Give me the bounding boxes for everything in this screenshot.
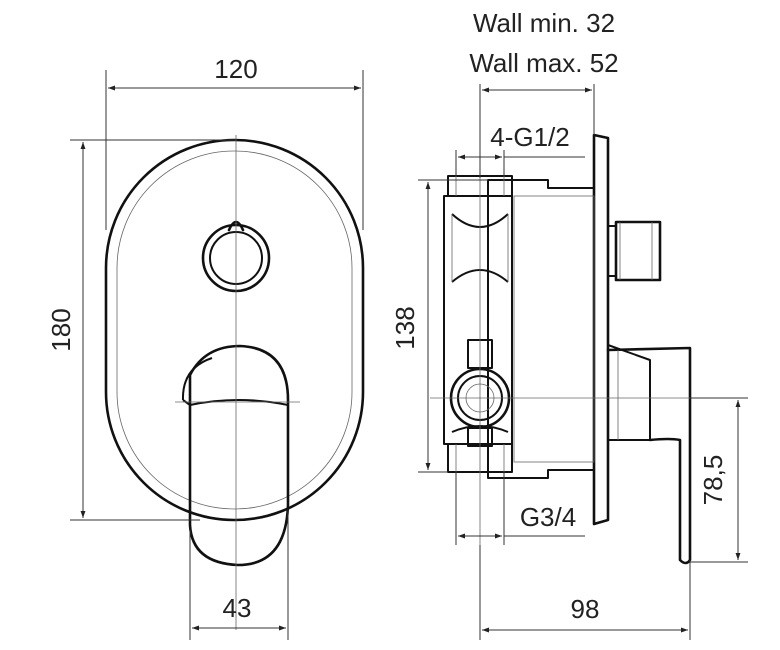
handle-width-label: 43 — [223, 593, 252, 623]
body-height-label: 138 — [390, 306, 420, 349]
dim-depth: 98 — [479, 545, 691, 640]
side-diverter-knob — [607, 220, 662, 282]
wall-min-label: Wall min. 32 — [473, 8, 615, 38]
wall-max-label: Wall max. 52 — [469, 48, 618, 78]
side-cover-plate — [592, 133, 610, 526]
dim-wall — [479, 84, 595, 178]
cover-plate-inner-edge — [116, 150, 353, 510]
front-view: 120 180 43 — [46, 54, 365, 640]
dim-handle-offset: 78,5 — [690, 397, 748, 563]
front-height-label: 180 — [46, 308, 76, 351]
depth-label: 98 — [571, 594, 600, 624]
dim-height-front: 180 — [46, 139, 236, 521]
lever-handle — [181, 344, 290, 567]
side-view: Wall min. 32 Wall max. 52 4-G1/2 138 — [390, 8, 748, 640]
valve-body — [443, 175, 595, 479]
handle-offset-label: 78,5 — [698, 455, 728, 506]
thread-top-label: 4-G1/2 — [490, 122, 570, 152]
dim-thread-top: 4-G1/2 — [455, 122, 585, 176]
thread-bottom-label: G3/4 — [520, 502, 576, 532]
dim-body-height: 138 — [390, 179, 488, 473]
side-lever-handle — [606, 344, 692, 565]
dim-width-front: 120 — [105, 54, 364, 230]
cover-plate — [104, 138, 365, 522]
dim-handle-width: 43 — [189, 510, 289, 640]
dim-thread-bottom: G3/4 — [455, 472, 585, 545]
front-width-label: 120 — [214, 54, 257, 84]
